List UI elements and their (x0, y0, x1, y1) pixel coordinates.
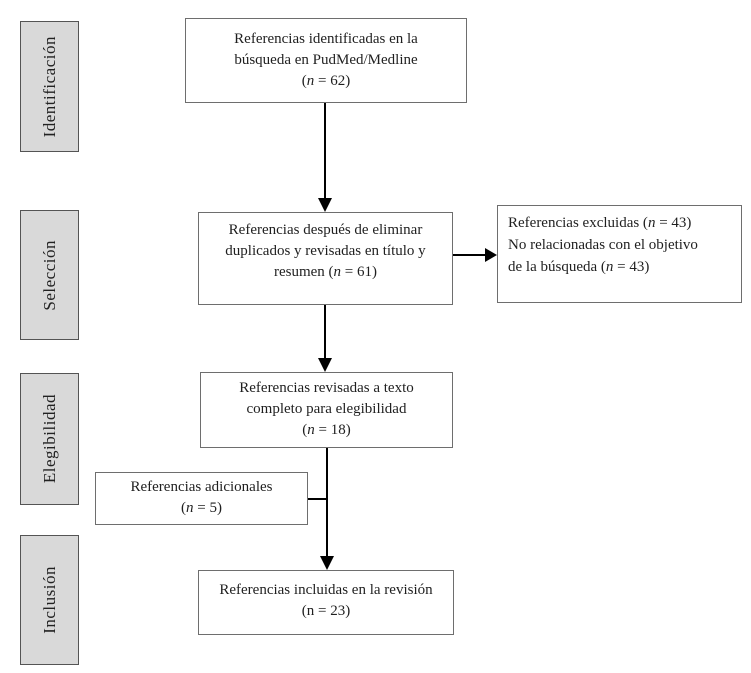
stage-inclusion: Inclusión (20, 535, 79, 665)
stage-elegibilidad: Elegibilidad (20, 373, 79, 505)
arrow-down-icon (318, 358, 332, 372)
stage-label: Selección (39, 239, 59, 311)
stage-identificacion: Identificación (20, 21, 79, 152)
box-references-included: Referencias incluidas en la revisión(n =… (198, 570, 454, 635)
box-text: Referencias excluidas (n = 43)No relacio… (508, 215, 698, 275)
box-text: Referencias incluidas en la revisión(n =… (219, 582, 433, 619)
connector-additional-to-mainline (308, 498, 328, 500)
arrow-fulltext-to-included-line (326, 448, 328, 557)
box-references-excluded: Referencias excluidas (n = 43)No relacio… (497, 205, 742, 303)
arrow-screened-to-fulltext-line (324, 305, 326, 359)
box-text: Referencias adicionales(n = 5) (130, 479, 273, 516)
stage-label: Inclusión (39, 566, 59, 634)
box-references-additional: Referencias adicionales(n = 5) (95, 472, 308, 525)
stage-label: Elegibilidad (39, 394, 59, 484)
arrow-screened-to-excluded-line (453, 254, 486, 256)
arrow-down-icon (320, 556, 334, 570)
arrow-right-icon (485, 248, 497, 262)
arrow-identified-to-screened-line (324, 103, 326, 199)
stage-seleccion: Selección (20, 210, 79, 340)
arrow-down-icon (318, 198, 332, 212)
stage-label: Identificación (39, 35, 59, 138)
